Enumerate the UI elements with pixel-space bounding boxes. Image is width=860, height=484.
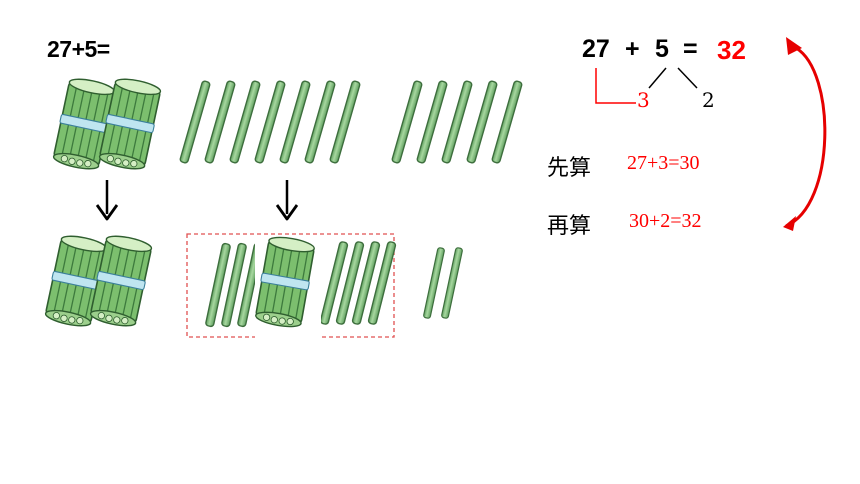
top-bundles <box>50 75 164 173</box>
step-1-expression: 27+3=30 <box>627 152 700 174</box>
step-2-label: 再算 <box>547 214 592 239</box>
bottom-sticks-extra <box>422 246 464 320</box>
down-arrow-icon <box>95 180 119 221</box>
equation-addend-b: 5 <box>655 35 669 63</box>
dashed-sticks-left <box>204 242 264 328</box>
stick-icon <box>390 79 424 165</box>
stick-icon <box>228 79 262 165</box>
decomposition-lines <box>595 67 698 104</box>
equation-equals: = <box>683 35 698 63</box>
stick-icon <box>440 79 474 165</box>
dashed-sticks-right <box>319 240 397 326</box>
stick-icon <box>328 79 362 165</box>
equation-answer: 32 <box>717 35 746 65</box>
stick-icon <box>203 79 237 165</box>
stick-icon <box>465 79 499 165</box>
top-sticks-group-1 <box>178 79 362 165</box>
split-part-a: 3 <box>637 88 650 112</box>
down-arrow-icon <box>275 180 299 221</box>
stick-icon <box>422 246 446 320</box>
curved-arrow-icon <box>783 37 827 231</box>
stick-icon <box>490 79 524 165</box>
split-part-b: 2 <box>702 88 715 112</box>
stick-icon <box>440 246 464 320</box>
stick-icon <box>415 79 449 165</box>
equation-plus: + <box>625 35 640 63</box>
step-1-label: 先算 <box>547 156 592 181</box>
equation-addend-a: 27 <box>582 35 610 63</box>
problem-text: 27+5= <box>47 36 110 62</box>
stick-icon <box>253 79 287 165</box>
stick-icon <box>178 79 212 165</box>
bottom-bundles <box>42 232 155 330</box>
stick-icon <box>278 79 312 165</box>
step-2-expression: 30+2=32 <box>629 210 702 232</box>
stick-icon <box>303 79 337 165</box>
top-sticks-group-2 <box>390 79 524 165</box>
